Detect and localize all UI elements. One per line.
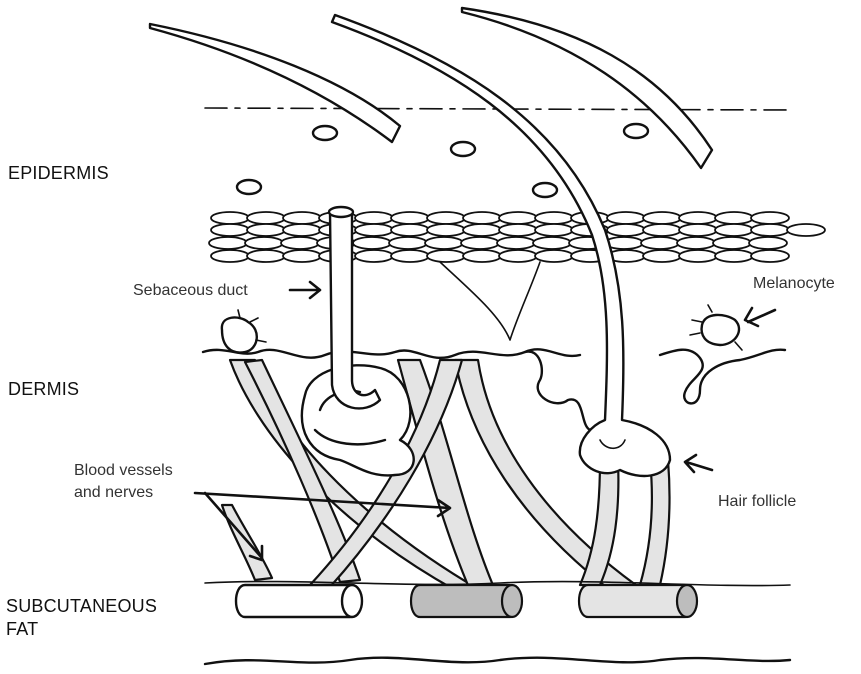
vessel-cylinder-left xyxy=(236,585,362,617)
basal-cell xyxy=(749,237,787,249)
vessel-cylinder-middle xyxy=(411,585,522,617)
melanocyte-right xyxy=(690,305,742,350)
callout-melanocyte: Melanocyte xyxy=(753,273,835,295)
basal-cell xyxy=(283,250,321,262)
basal-cell xyxy=(355,212,393,224)
basal-cell xyxy=(211,212,249,224)
basal-cell xyxy=(463,250,501,262)
basal-cell xyxy=(497,237,535,249)
basal-cell xyxy=(679,224,717,236)
callout-sebaceous-duct: Sebaceous duct xyxy=(133,280,248,302)
basal-cell xyxy=(535,224,573,236)
basal-cell xyxy=(247,250,285,262)
basal-cell xyxy=(787,224,825,236)
basal-cell xyxy=(751,250,789,262)
basal-cell xyxy=(283,212,321,224)
dermal-papilla-right xyxy=(660,350,785,404)
basal-cell xyxy=(355,224,393,236)
basal-cell xyxy=(535,212,573,224)
callout-hair-follicle: Hair follicle xyxy=(718,491,796,513)
basal-cell xyxy=(533,237,571,249)
sebaceous-duct-arrow xyxy=(290,282,320,298)
melanocyte-left xyxy=(222,310,266,353)
basal-cell xyxy=(391,212,429,224)
hair-shaft-left xyxy=(150,24,400,142)
basal-cell xyxy=(211,224,249,236)
callout-blood-vessels: Blood vessels xyxy=(74,460,173,482)
basal-cell xyxy=(211,250,249,262)
basal-cell xyxy=(283,224,321,236)
basal-cell xyxy=(281,237,319,249)
basal-cell xyxy=(499,224,537,236)
hair-follicle-arrow xyxy=(685,455,712,472)
basal-cell xyxy=(677,237,715,249)
basal-cell xyxy=(535,250,573,262)
basal-cell xyxy=(247,212,285,224)
basal-cell xyxy=(245,237,283,249)
basal-cell-layer xyxy=(209,212,825,262)
basal-cell xyxy=(463,212,501,224)
basal-cell xyxy=(355,250,393,262)
dermal-epidermal-junction xyxy=(203,349,580,358)
basal-cell xyxy=(209,237,247,249)
hair-shaft-right xyxy=(462,8,712,168)
sebaceous-gland xyxy=(302,365,414,475)
basal-cell xyxy=(499,250,537,262)
basal-cell xyxy=(715,224,753,236)
vessel-cylinder-right xyxy=(579,585,697,617)
epidermis-cells xyxy=(237,124,648,197)
basal-cell xyxy=(391,224,429,236)
basal-cell xyxy=(427,212,465,224)
basal-cell xyxy=(391,250,429,262)
sebaceous-duct-opening xyxy=(329,207,353,217)
basal-cell xyxy=(425,237,463,249)
basal-cell xyxy=(463,224,501,236)
callout-and-nerves: and nerves xyxy=(74,482,153,504)
basal-cell xyxy=(751,212,789,224)
bottom-fat-boundary xyxy=(205,658,790,664)
basal-cell xyxy=(607,224,645,236)
basal-cell xyxy=(679,212,717,224)
basal-cell xyxy=(427,224,465,236)
basal-cell xyxy=(641,237,679,249)
basal-cell xyxy=(427,250,465,262)
basal-cell xyxy=(461,237,499,249)
basal-cell xyxy=(643,250,681,262)
basal-cell xyxy=(751,224,789,236)
basal-cell xyxy=(353,237,391,249)
label-subcutaneous-fat: FAT xyxy=(6,618,38,640)
basal-cell xyxy=(713,237,751,249)
basal-cell xyxy=(643,212,681,224)
basal-cell xyxy=(715,212,753,224)
label-dermis: DERMIS xyxy=(8,378,79,400)
basal-cell xyxy=(247,224,285,236)
basal-cell xyxy=(499,212,537,224)
basal-cell xyxy=(643,224,681,236)
melanocyte-arrow xyxy=(745,308,775,326)
basal-cell xyxy=(679,250,717,262)
basal-cell xyxy=(607,212,645,224)
label-epidermis: EPIDERMIS xyxy=(8,162,109,184)
dermal-papilla-left xyxy=(525,352,590,430)
basal-cell xyxy=(715,250,753,262)
basal-cell xyxy=(389,237,427,249)
label-subcutaneous: SUBCUTANEOUS xyxy=(6,595,157,617)
